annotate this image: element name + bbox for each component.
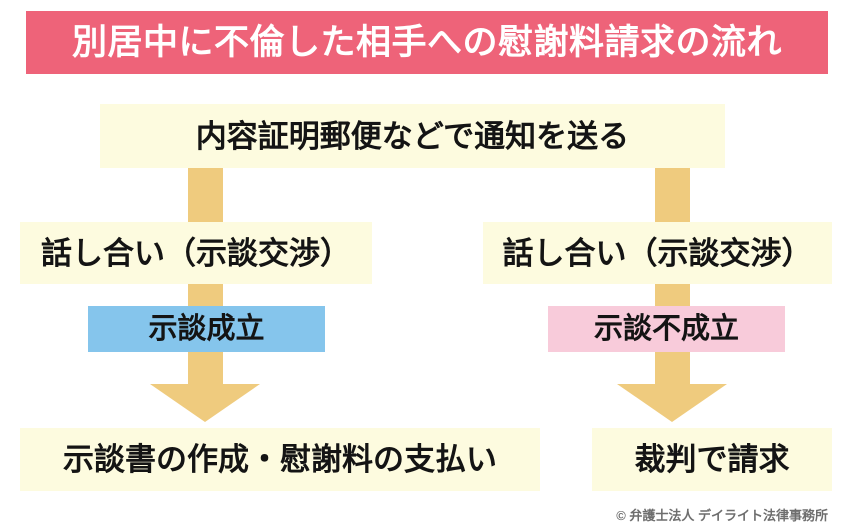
status-badge-settlement-failure: 示談不成立 <box>548 306 785 352</box>
flow-node-settlement-doc-label: 示談書の作成・慰謝料の支払い <box>63 442 497 477</box>
flow-node-talk-right: 話し合い（示談交渉） <box>483 222 832 284</box>
arrow-head-left <box>150 384 260 422</box>
status-badge-settlement-success: 示談成立 <box>88 306 325 352</box>
flow-node-settlement-doc: 示談書の作成・慰謝料の支払い <box>20 428 540 491</box>
arrow-down-icon-left <box>150 348 260 424</box>
flow-node-notice-label: 内容証明郵便などで通知を送る <box>195 118 630 154</box>
flow-node-talk-right-label: 話し合い（示談交渉） <box>502 235 813 271</box>
flow-node-talk-left: 話し合い（示談交渉） <box>20 222 372 284</box>
flow-node-talk-left-label: 話し合い（示談交渉） <box>41 235 351 271</box>
status-badge-settlement-success-label: 示談成立 <box>148 312 265 345</box>
flow-node-notice: 内容証明郵便などで通知を送る <box>100 104 725 168</box>
connector-notice-to-talk-left <box>188 166 223 226</box>
connector-notice-to-talk-right <box>655 166 690 226</box>
arrow-shaft-left <box>188 348 223 386</box>
arrow-head-right <box>617 384 727 422</box>
page-title: 別居中に不倫した相手への慰謝料請求の流れ <box>71 23 782 62</box>
arrow-down-icon-right <box>617 348 727 424</box>
flow-node-lawsuit-label: 裁判で請求 <box>634 442 790 477</box>
title-banner: 別居中に不倫した相手への慰謝料請求の流れ <box>26 11 828 74</box>
connector-talk-right-to-badge <box>655 282 690 310</box>
copyright-credit: © 弁護士法人 デイライト法律事務所 <box>616 508 828 523</box>
status-badge-settlement-failure-label: 示談不成立 <box>593 312 739 345</box>
arrow-shaft-right <box>655 348 690 386</box>
flow-node-lawsuit: 裁判で請求 <box>592 428 832 491</box>
connector-talk-left-to-badge <box>188 282 223 310</box>
